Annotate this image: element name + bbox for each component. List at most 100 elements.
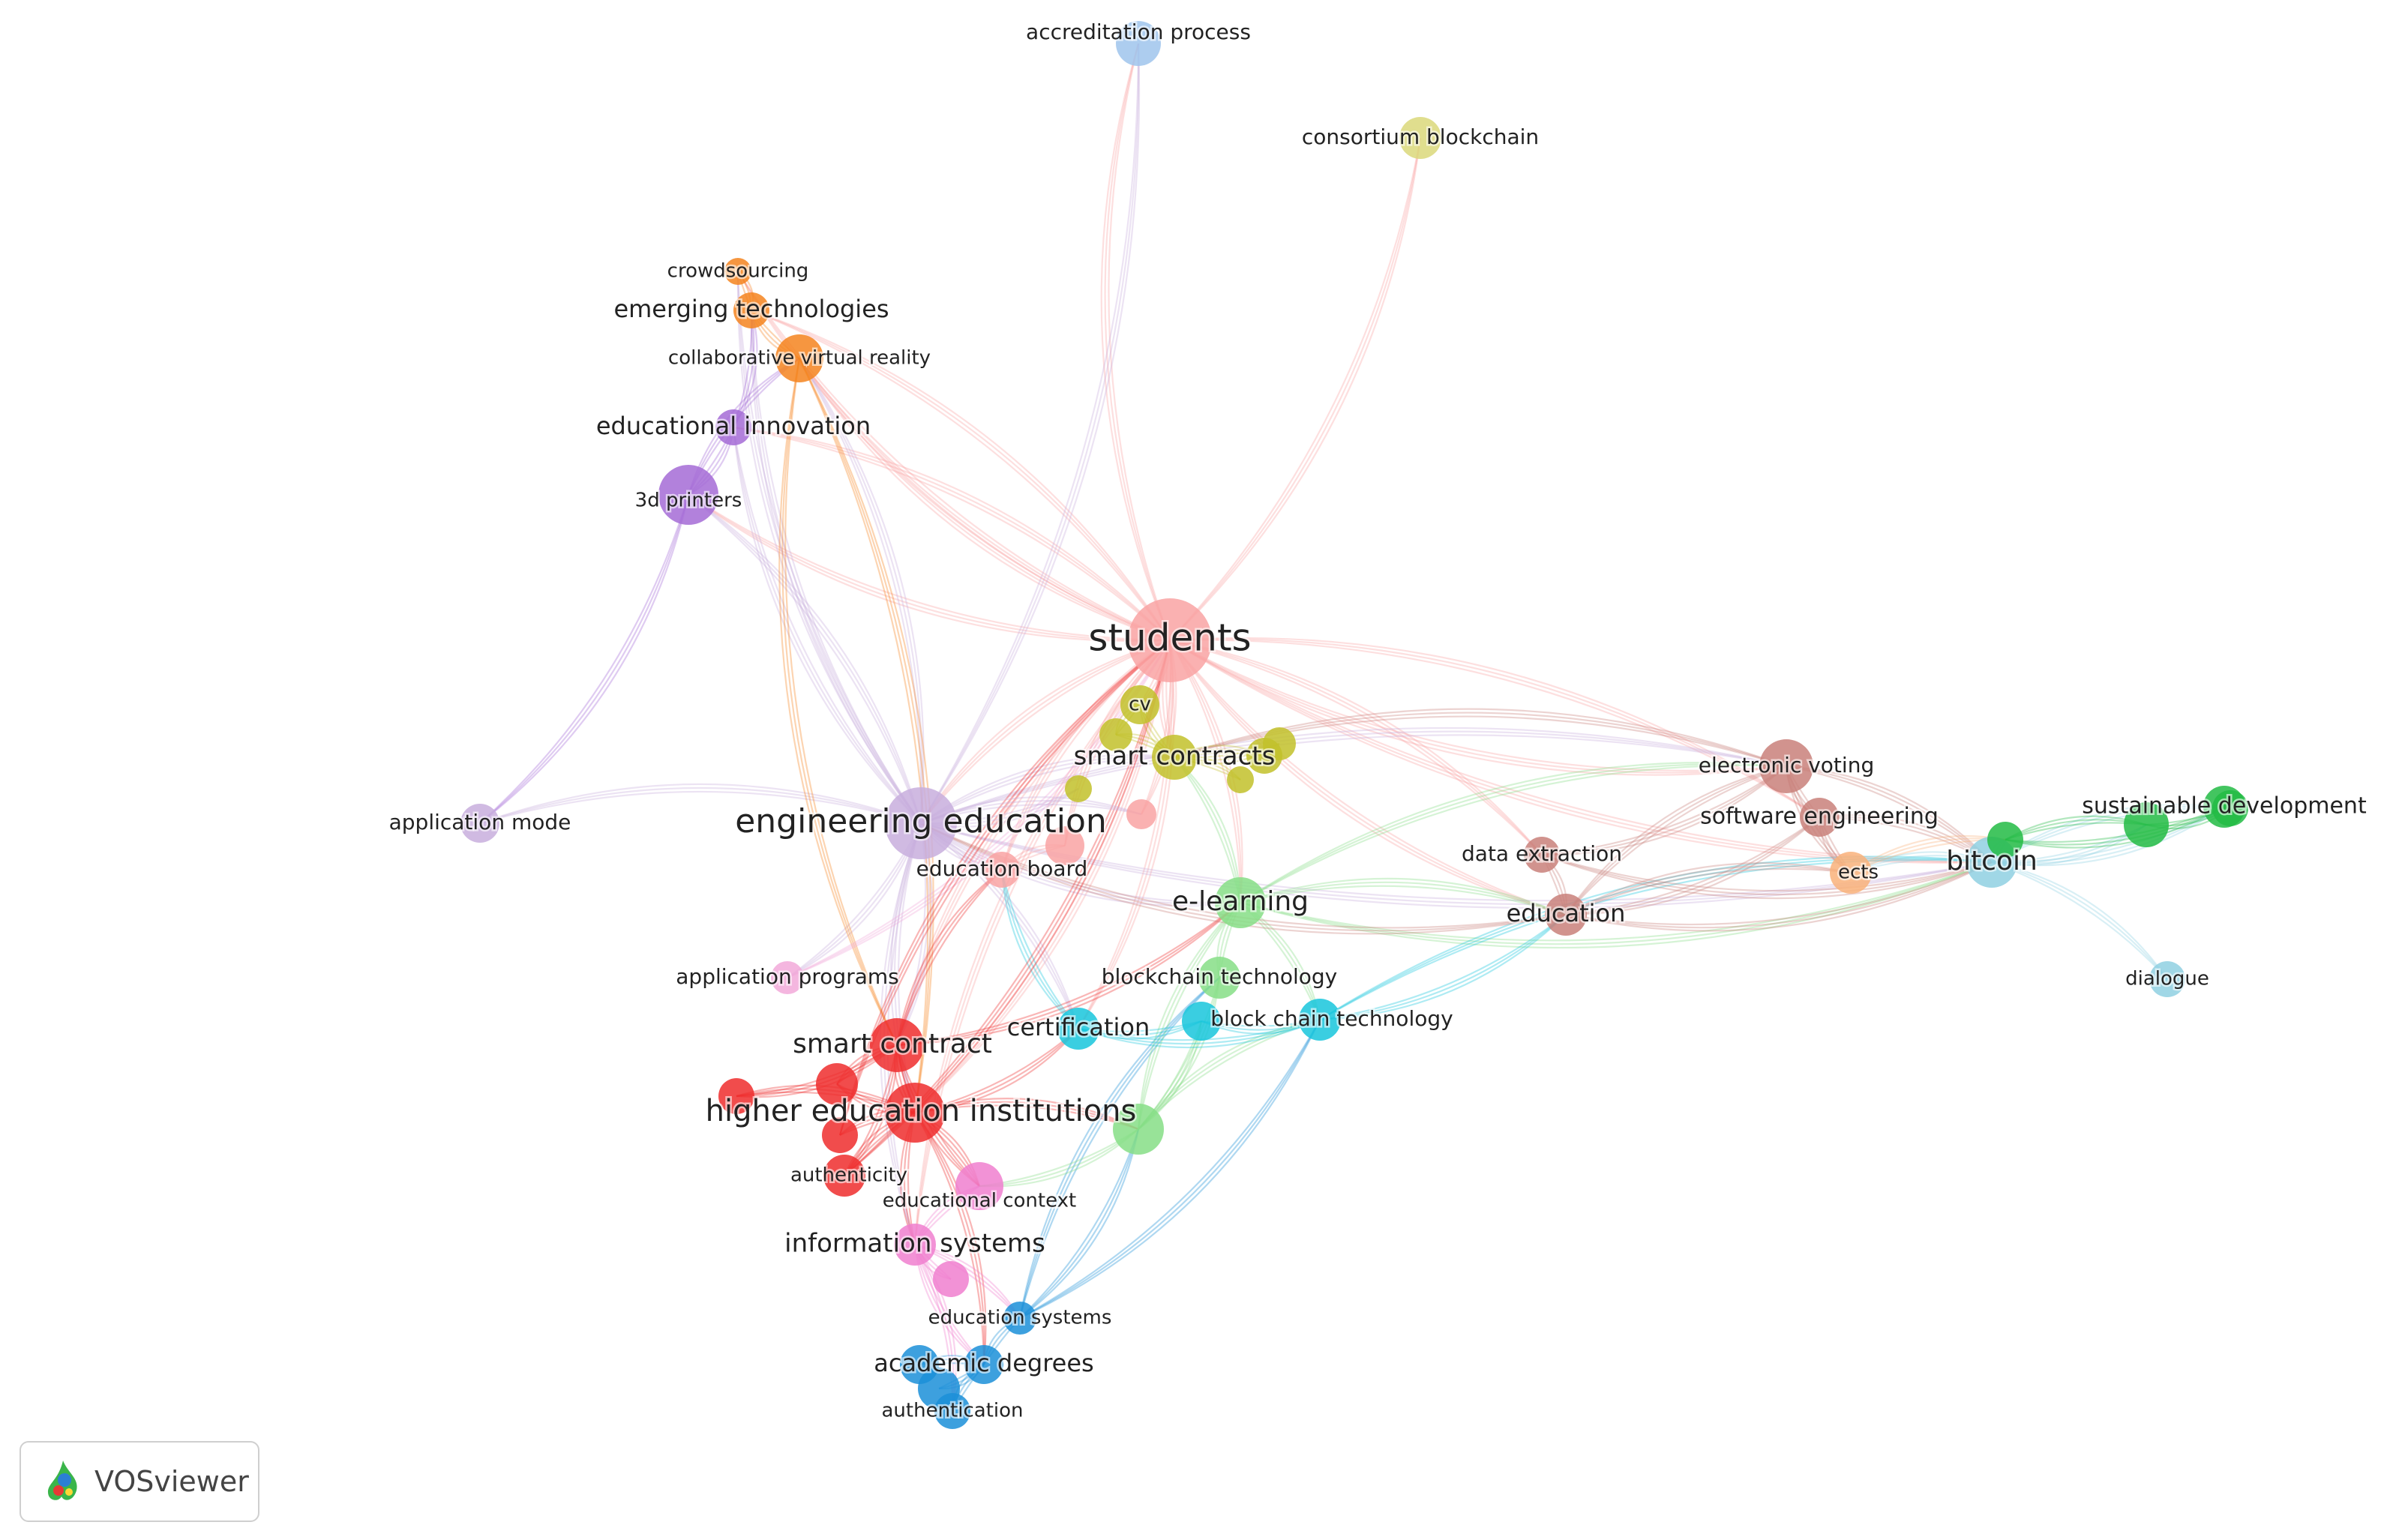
label-software-engineering[interactable]: software engineering	[1699, 801, 1941, 831]
label-consortium-blockchain[interactable]: consortium blockchain	[1300, 123, 1540, 151]
node-dialogue[interactable]	[2149, 961, 2185, 997]
node-educational-innovation[interactable]	[715, 409, 751, 445]
label-education-board[interactable]: education board	[914, 855, 1090, 883]
node-students[interactable]	[1128, 598, 1212, 682]
label-bitcoin[interactable]: bitcoin	[1945, 844, 2040, 879]
link-education_systems-u17	[1019, 1128, 1140, 1319]
link-bitcoin-sustainable_development	[1991, 806, 2225, 864]
node-u17[interactable]	[1113, 1104, 1164, 1155]
node-information-systems[interactable]	[894, 1224, 936, 1266]
label-education[interactable]: education	[1504, 897, 1627, 930]
label-educational-context[interactable]: educational context	[880, 1188, 1078, 1214]
label-blockchain-technology[interactable]: blockchain technology	[1099, 963, 1339, 991]
link-engineering_education-bitcoin	[920, 822, 1993, 906]
label-data-extraction[interactable]: data extraction	[1460, 840, 1624, 868]
node-educational-context[interactable]	[955, 1162, 1003, 1210]
node-application-programs[interactable]	[771, 961, 804, 994]
node-u14[interactable]	[1987, 822, 2023, 858]
node-consortium-blockchain[interactable]	[1399, 117, 1441, 159]
label-sustainable-development[interactable]: sustainable development	[2080, 791, 2369, 821]
node-u8[interactable]	[718, 1078, 754, 1114]
node-software-engineering[interactable]	[1800, 798, 1839, 837]
node-u6[interactable]	[1045, 826, 1084, 865]
node-u15[interactable]	[2124, 802, 2169, 847]
link-collaborative_virtual_reality-higher_education_institutions	[799, 358, 929, 1113]
label-certification[interactable]: certification	[1005, 1011, 1152, 1044]
node-e-learning[interactable]	[1215, 877, 1266, 928]
node-smart-contract[interactable]	[870, 1018, 924, 1072]
label-accreditation-process[interactable]: accreditation process	[1024, 18, 1253, 46]
node-authenticity[interactable]	[823, 1155, 865, 1197]
link-e_learning-electronic_voting	[1240, 761, 1787, 903]
label-e-learning[interactable]: e-learning	[1170, 885, 1310, 919]
node-u11[interactable]	[933, 1261, 969, 1297]
node-accreditation-process[interactable]	[1116, 21, 1161, 66]
label-students[interactable]: students	[1087, 614, 1253, 661]
label-educational-innovation[interactable]: educational innovation	[594, 410, 872, 442]
node-education-systems[interactable]	[1003, 1302, 1036, 1335]
node-smart-contracts[interactable]	[1152, 735, 1197, 780]
link-e_learning-bitcoin	[1240, 861, 1993, 945]
node-ects[interactable]	[1830, 852, 1872, 894]
link-education-software_engineering	[1565, 816, 1820, 916]
link-education_systems-u17	[1019, 1128, 1140, 1319]
label-authenticity[interactable]: authenticity	[788, 1162, 909, 1188]
label-crowdsourcing[interactable]: crowdsourcing	[665, 258, 811, 284]
node-u3[interactable]	[1263, 727, 1296, 760]
label-3d-printers[interactable]: 3d printers	[633, 487, 744, 514]
node-u1[interactable]	[1099, 718, 1132, 751]
node-u9[interactable]	[816, 1063, 858, 1105]
label-education-systems[interactable]: education systems	[926, 1305, 1114, 1331]
node-emerging-technologies[interactable]	[733, 292, 769, 328]
node-u4[interactable]	[1227, 766, 1254, 793]
node-u13[interactable]	[918, 1368, 960, 1410]
link-education-electronic_voting	[1565, 765, 1787, 915]
node-electronic-voting[interactable]	[1759, 739, 1813, 793]
link-engineering_education-crowdsourcing	[736, 271, 922, 824]
label-dialogue[interactable]: dialogue	[2124, 966, 2212, 992]
node-u7[interactable]	[1126, 799, 1156, 829]
node-application-mode[interactable]	[460, 804, 499, 843]
node-block-chain-technology[interactable]	[1299, 999, 1341, 1041]
label-smart-contract[interactable]: smart contract	[791, 1027, 994, 1062]
label-information-systems[interactable]: information systems	[783, 1227, 1048, 1260]
link-students-engineering_education	[920, 639, 1171, 824]
label-emerging-technologies[interactable]: emerging technologies	[612, 293, 891, 325]
node-education-board[interactable]	[984, 852, 1020, 888]
link-students-information_systems	[913, 640, 1171, 1245]
label-electronic-voting[interactable]: electronic voting	[1696, 751, 1876, 780]
label-engineering-education[interactable]: engineering education	[733, 801, 1109, 843]
node-certification[interactable]	[1057, 1008, 1099, 1050]
node-data-extraction[interactable]	[1524, 837, 1560, 873]
node-u5[interactable]	[1065, 775, 1092, 802]
node-collaborative-virtual-reality[interactable]	[775, 334, 823, 382]
label-block-chain-technology[interactable]: block chain technology	[1209, 1005, 1455, 1033]
link-education_systems-block_chain_technology	[1019, 1019, 1321, 1319]
node-blockchain-technology[interactable]	[1198, 957, 1240, 999]
node-cv[interactable]	[1120, 685, 1159, 724]
link-3d_printers-application_mode	[479, 494, 690, 824]
label-smart-contracts[interactable]: smart contracts	[1072, 739, 1277, 773]
node-academic-degrees[interactable]	[964, 1345, 1003, 1384]
label-application-mode[interactable]: application mode	[387, 808, 573, 837]
node-3d-printers[interactable]	[658, 465, 718, 525]
label-cv[interactable]: cv	[1127, 691, 1153, 718]
label-higher-education-institutions[interactable]: higher education institutions	[703, 1092, 1138, 1131]
node-education[interactable]	[1545, 894, 1587, 936]
link-engineering_education-electronic_voting	[920, 727, 1787, 825]
link-block_chain_technology-education	[1319, 914, 1567, 1021]
node-engineering-education[interactable]	[885, 787, 957, 859]
node-higher-education-institutions[interactable]	[885, 1083, 945, 1143]
node-crowdsourcing[interactable]	[724, 258, 751, 285]
label-authentication[interactable]: authentication	[880, 1398, 1025, 1424]
node-u10[interactable]	[822, 1117, 858, 1153]
label-academic-degrees[interactable]: academic degrees	[872, 1347, 1096, 1380]
node-u18[interactable]	[1182, 1002, 1221, 1041]
link-education-software_engineering	[1565, 816, 1820, 916]
node-u16[interactable]	[2212, 790, 2248, 826]
link-collaborative_virtual_reality-smart_contract	[778, 358, 898, 1046]
label-ects[interactable]: ects	[1836, 859, 1880, 885]
label-collaborative-virtual-reality[interactable]: collaborative virtual reality	[666, 345, 932, 371]
label-application-programs[interactable]: application programs	[674, 963, 901, 991]
